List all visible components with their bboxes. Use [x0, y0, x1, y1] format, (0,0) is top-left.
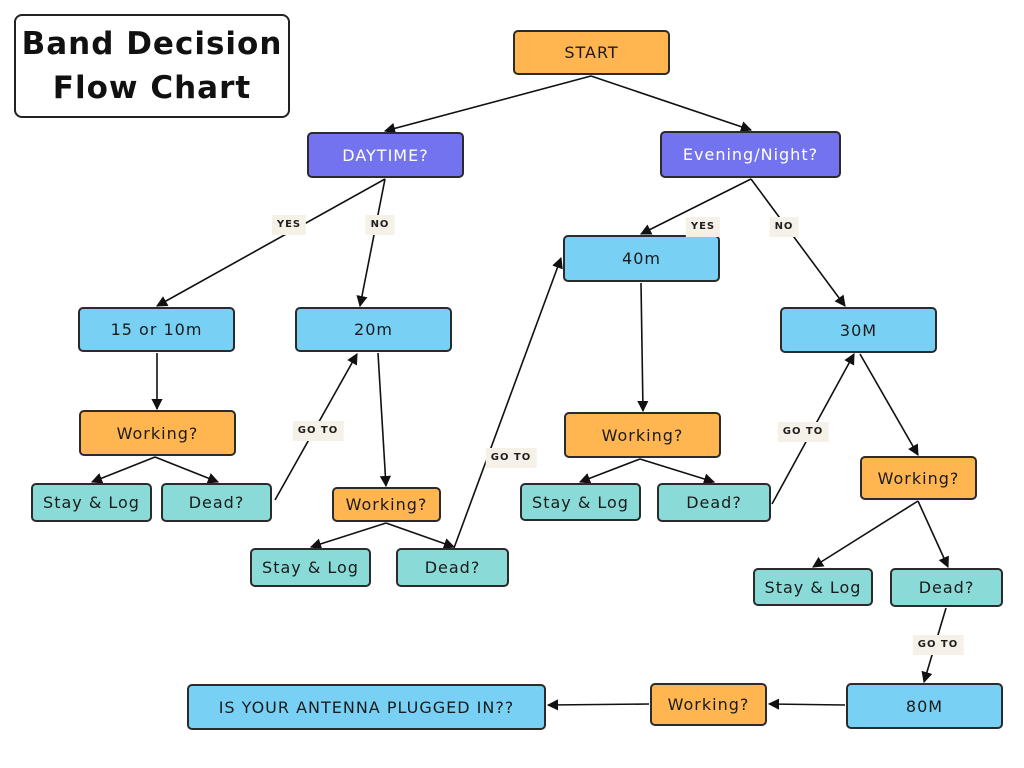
arrow-w15-to-d15	[154, 456, 220, 484]
chart-title: Band Decision Flow Chart	[21, 26, 283, 106]
arrow-w20-to-s20	[309, 522, 387, 550]
node-w30: Working?	[860, 456, 977, 500]
node-s20: Stay & Log	[250, 548, 371, 587]
arrow-b30-to-w30	[859, 353, 919, 456]
node-start: START	[513, 30, 670, 75]
node-daytime: DAYTIME?	[307, 132, 464, 178]
chart-title-box: Band Decision Flow Chart	[14, 14, 290, 118]
edge-label-d30-to-b80: GO TO	[912, 635, 964, 655]
edge-label-d40-to-b30: GO TO	[777, 422, 829, 442]
edge-label-d15-to-b20: GO TO	[292, 421, 344, 441]
node-w15: Working?	[79, 410, 236, 456]
arrow-start-to-evening	[590, 75, 753, 133]
node-b40: 40m	[563, 235, 720, 282]
arrow-daytime-to-b20	[356, 178, 386, 308]
arrow-b20-to-w20	[377, 352, 391, 488]
edge-label-evening-to-b30: NO	[769, 217, 799, 237]
arrow-w30-to-d30	[917, 500, 949, 569]
arrow-w40-to-d40	[639, 458, 716, 485]
node-s40: Stay & Log	[520, 483, 641, 521]
arrow-b40-to-w40	[637, 282, 649, 413]
node-w20: Working?	[332, 487, 441, 522]
node-d40: Dead?	[657, 483, 771, 522]
node-s15: Stay & Log	[31, 483, 152, 522]
node-evening: Evening/Night?	[660, 131, 841, 178]
arrow-w20-to-d20	[385, 522, 456, 549]
node-antenna: IS YOUR ANTENNA PLUGGED IN??	[187, 684, 546, 730]
arrow-w40-to-s40	[578, 458, 641, 484]
node-d30: Dead?	[890, 568, 1003, 607]
node-b20: 20m	[295, 307, 452, 352]
node-b80: 80M	[846, 683, 1003, 729]
edge-label-d20-to-b40: GO TO	[485, 448, 537, 468]
node-d20: Dead?	[396, 548, 509, 587]
node-s30: Stay & Log	[753, 568, 873, 606]
arrow-d20-to-b40	[453, 256, 563, 549]
node-b15: 15 or 10m	[78, 307, 235, 352]
edge-label-evening-to-b40: YES	[685, 217, 721, 237]
node-w40: Working?	[564, 412, 721, 458]
arrow-w15-to-s15	[90, 456, 156, 484]
node-b30: 30M	[780, 307, 937, 353]
arrow-evening-to-b30	[750, 178, 846, 307]
arrow-b80-to-w80	[767, 698, 846, 710]
node-d15: Dead?	[161, 483, 272, 522]
edge-label-daytime-to-b20: NO	[365, 215, 395, 235]
arrow-w80-to-antenna	[546, 699, 650, 711]
arrow-start-to-daytime	[383, 75, 592, 134]
edge-label-daytime-to-b15: YES	[271, 215, 307, 235]
arrow-evening-to-b40	[639, 178, 752, 235]
node-w80: Working?	[650, 683, 767, 726]
arrow-daytime-to-b15	[156, 178, 386, 307]
arrow-w30-to-s30	[812, 500, 919, 568]
